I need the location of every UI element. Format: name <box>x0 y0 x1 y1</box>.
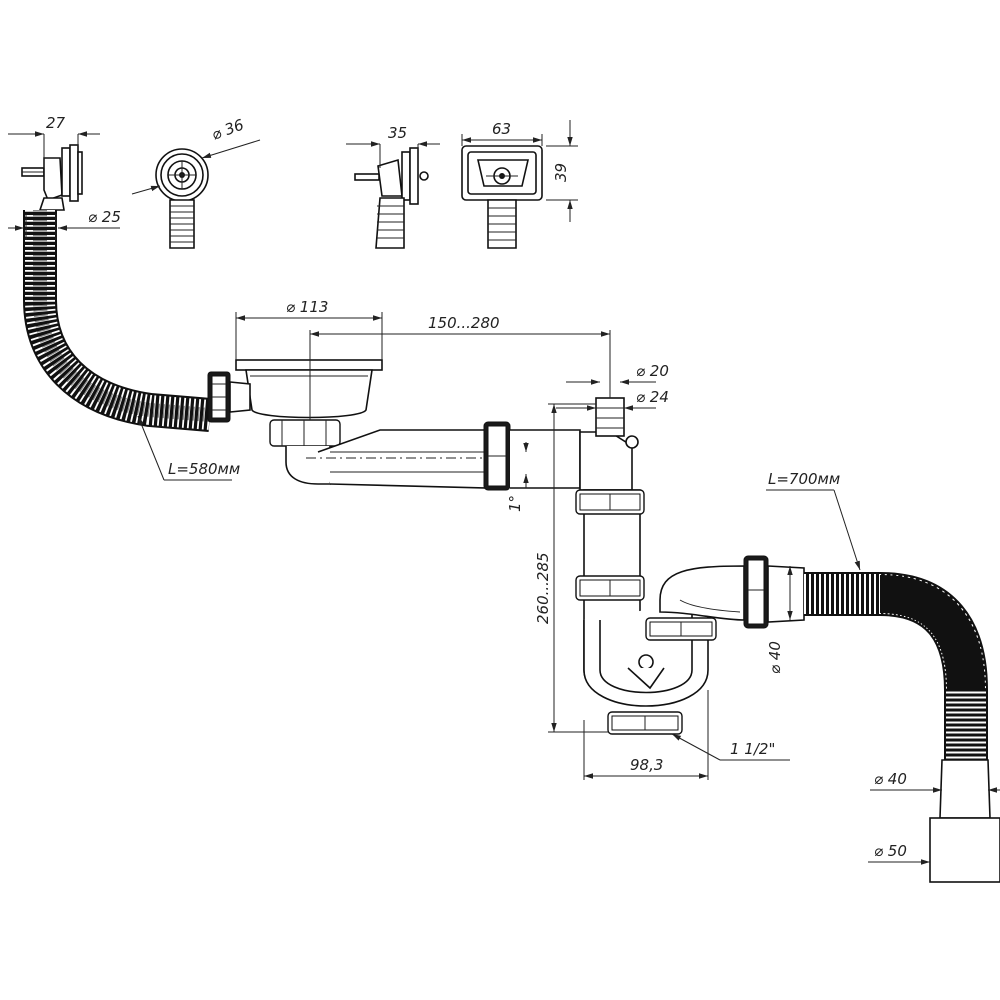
hose-connector-nut <box>207 371 251 423</box>
corrugated-hose-700 <box>804 572 988 760</box>
dim-d25: ⌀ 25 <box>88 208 121 226</box>
overflow-rect-front-view <box>461 145 543 249</box>
end-connector <box>929 759 1000 883</box>
overflow-round-front-view <box>155 148 209 249</box>
dim-98-3: 98,3 <box>630 756 663 774</box>
dimension-lines <box>8 120 1000 865</box>
horizontal-outlet-pipe <box>306 421 633 491</box>
dim-27: 27 <box>46 114 66 132</box>
dim-d113: ⌀ 113 <box>286 298 328 316</box>
overflow-rect-side-view <box>354 147 429 249</box>
overflow-left-assembly <box>21 144 83 211</box>
dim-d40-end: ⌀ 40 <box>874 770 907 788</box>
drain-basket <box>235 359 383 485</box>
dim-260-285: 260...285 <box>534 552 552 624</box>
dim-d40-outlet: ⌀ 40 <box>766 641 784 674</box>
outlet-branch <box>659 555 805 629</box>
label-l580: L=580мм <box>168 460 240 478</box>
dim-39: 39 <box>552 163 570 182</box>
trap-body <box>575 489 717 735</box>
dishwasher-inlet-fitting <box>595 397 639 449</box>
dim-d36: ⌀ 36 <box>209 116 246 144</box>
dim-d24: ⌀ 24 <box>636 388 669 406</box>
dim-1-degree: 1° <box>506 495 524 512</box>
dim-150-280: 150...280 <box>428 314 500 332</box>
dim-d50: ⌀ 50 <box>874 842 907 860</box>
dim-d20: ⌀ 20 <box>636 362 669 380</box>
dim-1-1-2-inch: 1 1/2" <box>730 740 775 758</box>
dim-35: 35 <box>388 124 407 142</box>
corrugated-hose-580 <box>23 210 212 432</box>
dim-63: 63 <box>492 120 511 138</box>
label-l700: L=700мм <box>768 470 840 488</box>
